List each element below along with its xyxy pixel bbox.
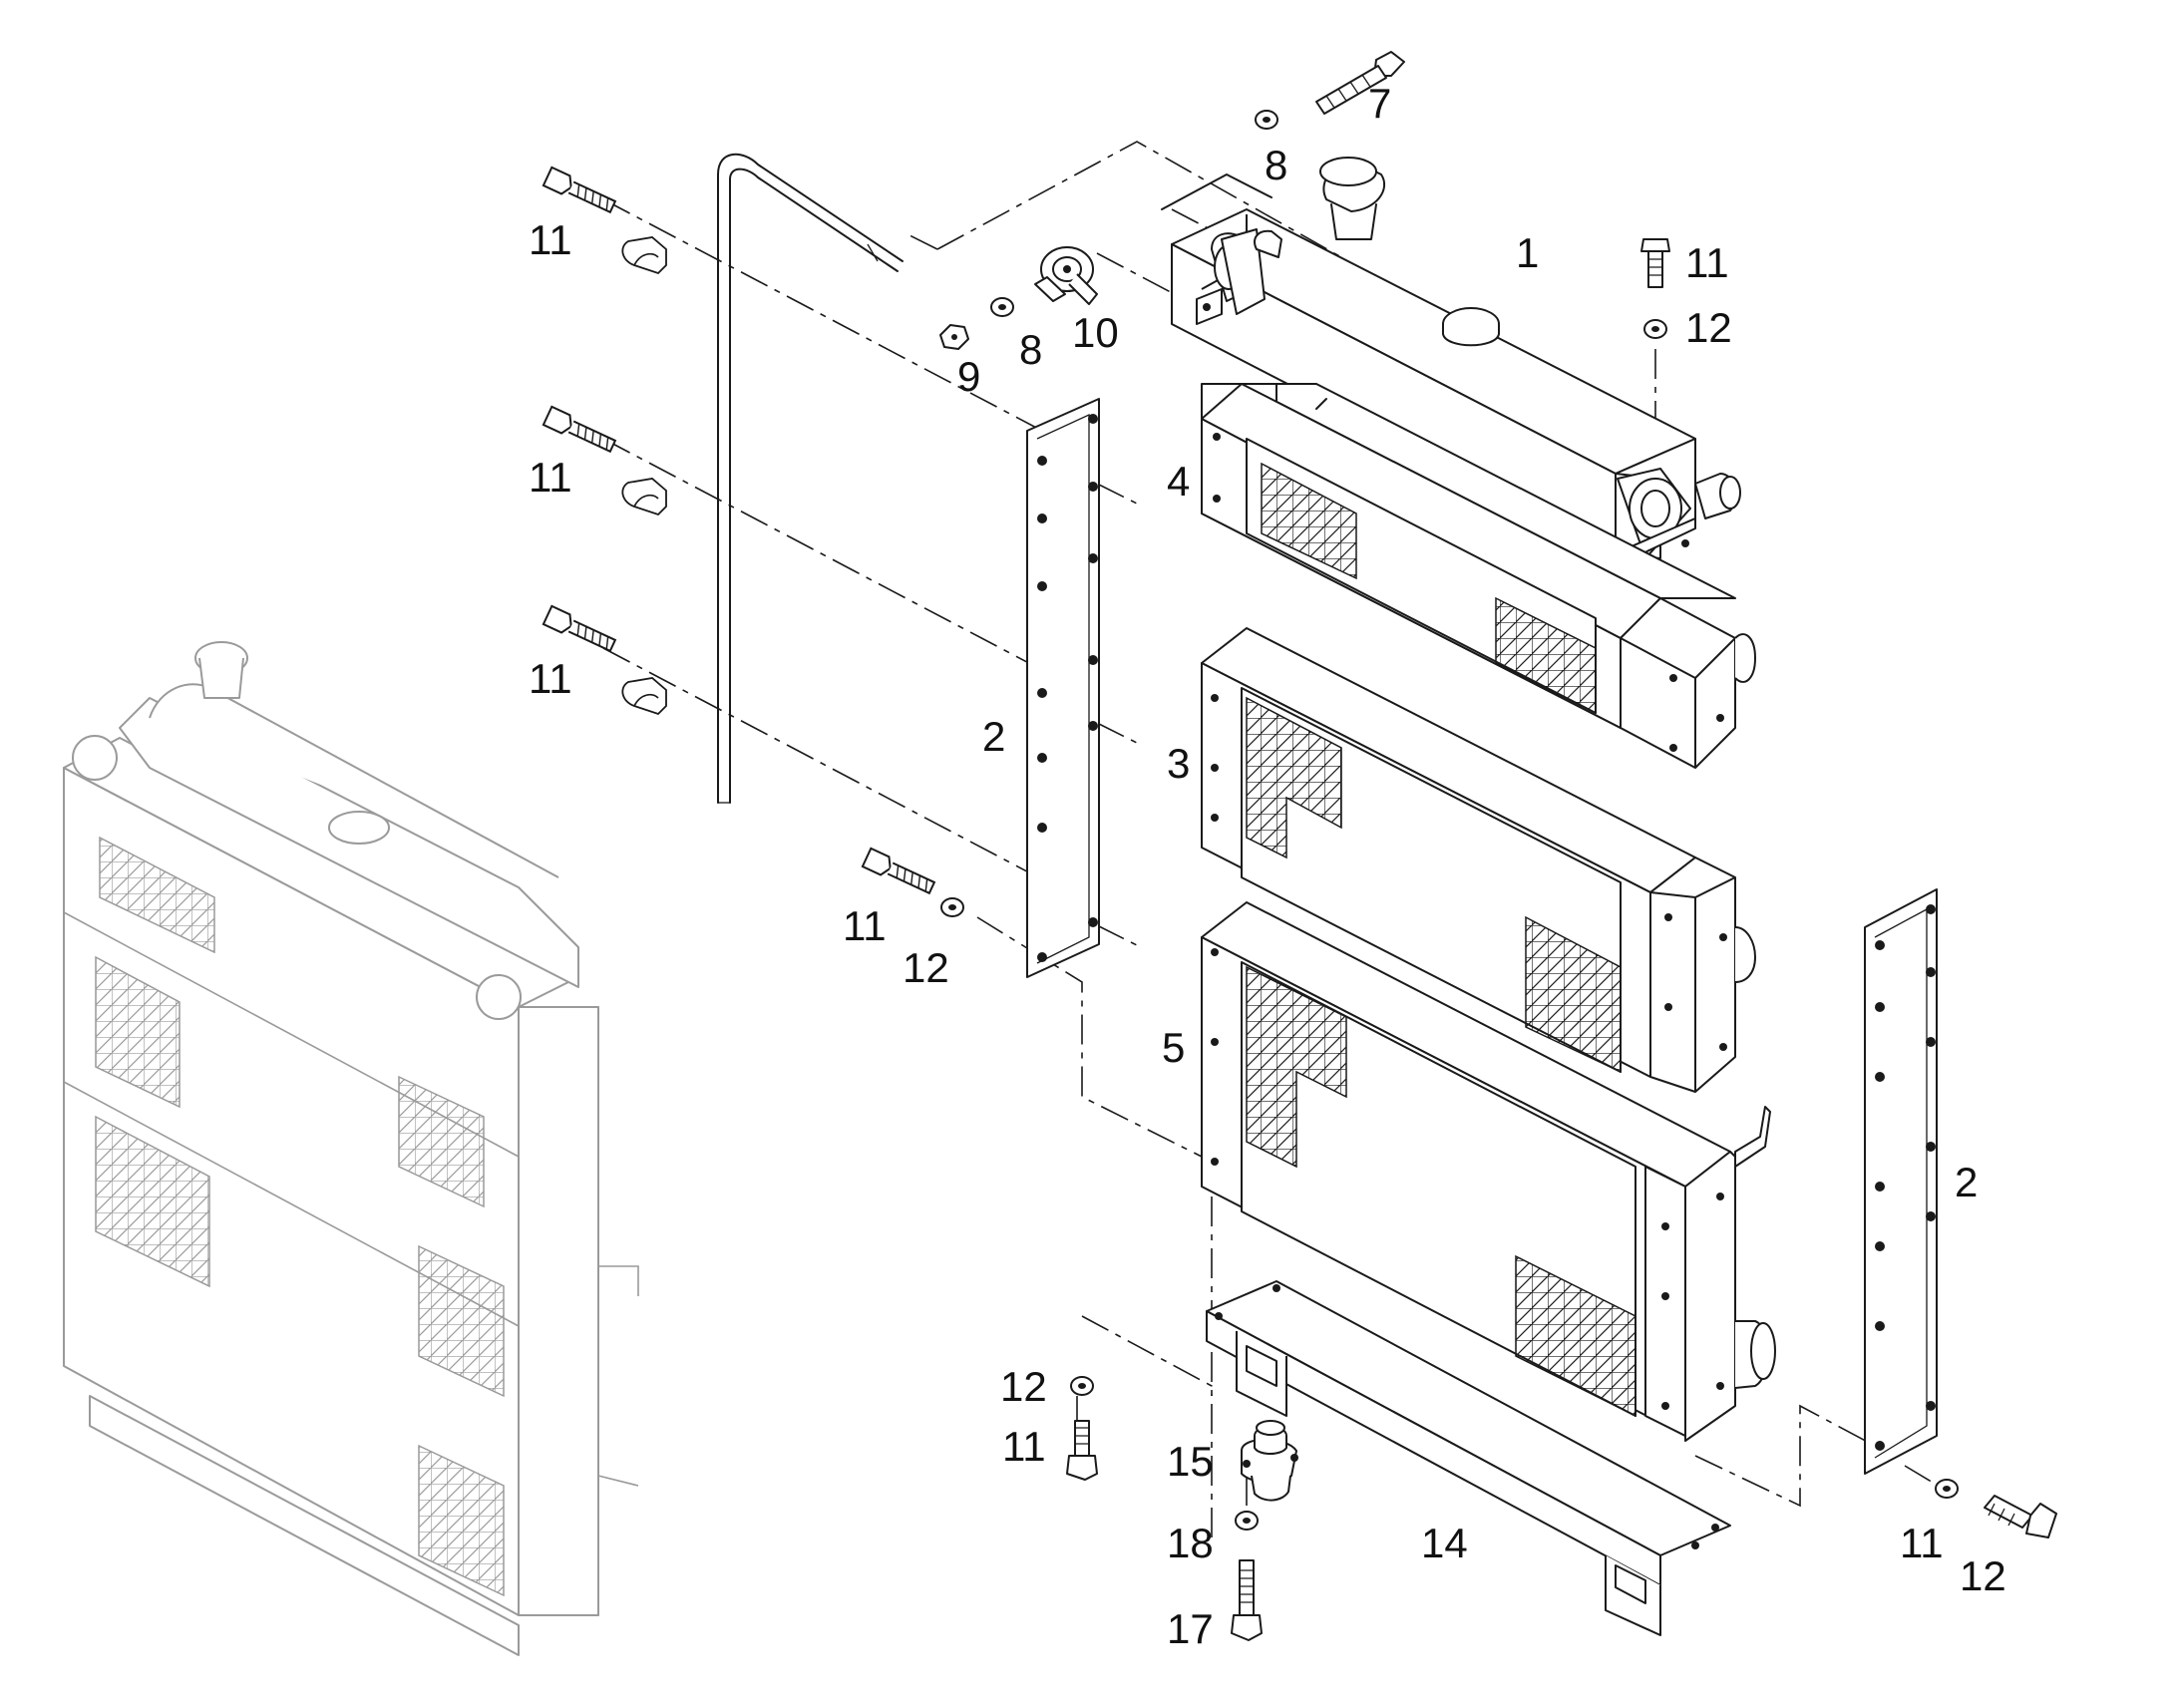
bolt-12-right (1984, 1495, 2057, 1538)
radiator-core-part-3 (1201, 627, 1756, 1093)
radiator-core-part-4 (1201, 383, 1756, 769)
callout-9: 9 (957, 353, 980, 400)
bolt-11-bottom (1066, 1420, 1098, 1481)
valve-part-10 (1034, 246, 1098, 305)
overflow-tube (717, 153, 904, 804)
callout-11-tank: 11 (1685, 239, 1729, 286)
callout-3: 3 (1167, 740, 1190, 787)
callout-18: 18 (1167, 1520, 1214, 1566)
bottom-baffle-part-14 (1206, 1280, 1731, 1636)
bolt-17 (1231, 1559, 1263, 1641)
callout-2-left: 2 (982, 713, 1005, 760)
callout-12-side: 12 (903, 944, 949, 991)
radiator-core-part-5 (1201, 901, 1776, 1442)
washer-18 (1235, 1511, 1259, 1531)
callout-11-side: 11 (843, 902, 887, 949)
washer-12-side-plate (940, 897, 964, 917)
side-plate-right-part-2 (1864, 888, 1938, 1475)
washer-8-valve (990, 297, 1014, 317)
callout-17: 17 (1167, 1605, 1214, 1652)
callout-4: 4 (1167, 458, 1190, 505)
callout-12-bottom: 12 (1000, 1363, 1047, 1410)
hose-clip-lower (621, 677, 667, 715)
washer-11-right (1935, 1479, 1959, 1499)
callout-8-top: 8 (1265, 142, 1287, 188)
callout-11-lower: 11 (529, 655, 572, 702)
callout-11-middle: 11 (529, 454, 572, 501)
bolt-11-upper (542, 166, 618, 217)
callout-14: 14 (1421, 1520, 1468, 1566)
washer-8-top (1255, 110, 1278, 130)
callout-5: 5 (1162, 1024, 1185, 1071)
callout-10: 10 (1072, 309, 1119, 356)
bolt-7 (1315, 51, 1405, 115)
callout-11-right: 11 (1900, 1520, 1944, 1566)
top-tank-part-1 (1161, 157, 1741, 568)
callout-2-right: 2 (1955, 1159, 1978, 1205)
washer-12-tank (1643, 319, 1667, 339)
bolt-11-lower (542, 604, 618, 656)
nut-9 (939, 324, 969, 350)
hose-clip-middle (621, 478, 667, 515)
callout-1: 1 (1516, 229, 1539, 276)
assembled-radiator-ghost-view (63, 641, 639, 1656)
bolt-11-middle (542, 405, 618, 457)
callout-12-right: 12 (1960, 1552, 2006, 1599)
callout-15: 15 (1167, 1438, 1214, 1485)
washer-12-bottom (1070, 1376, 1094, 1396)
side-plate-left-part-2 (1026, 398, 1100, 978)
hose-clip-upper (621, 236, 667, 274)
rubber-mount-part-15 (1241, 1420, 1298, 1502)
callout-12-tank: 12 (1685, 304, 1732, 351)
bolt-11-tank (1640, 238, 1670, 288)
callout-11-bottom: 11 (1002, 1423, 1046, 1470)
callout-7: 7 (1368, 80, 1391, 127)
callout-11-upper: 11 (529, 216, 572, 263)
callout-8-valve: 8 (1019, 326, 1042, 373)
bolt-11-side-plate (861, 847, 937, 898)
